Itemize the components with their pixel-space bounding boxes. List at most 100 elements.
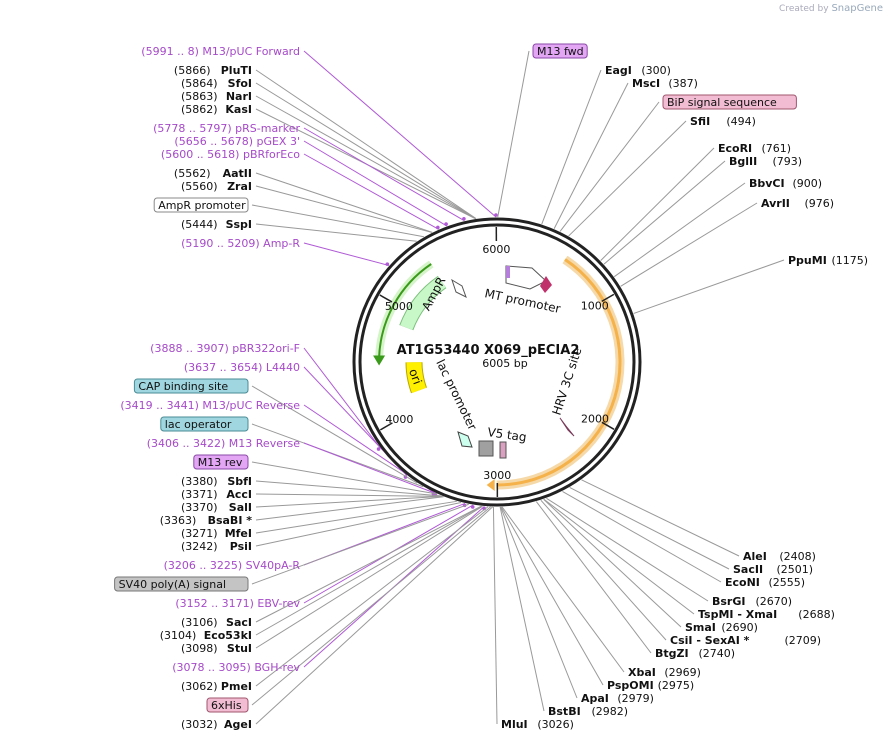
primer-label[interactable]: (5600 .. 5618) pBRforEco <box>161 148 300 161</box>
leader-line <box>600 147 715 261</box>
enzyme-name[interactable]: SacI <box>226 616 252 629</box>
feature-label-box[interactable] <box>193 454 249 470</box>
leader-line <box>613 182 746 278</box>
enzyme-name[interactable]: EcoRI <box>718 142 752 155</box>
primer-label[interactable]: (3888 .. 3907) pBR322ori-F <box>150 342 300 355</box>
enzyme-position: (2975) <box>658 679 695 692</box>
enzyme-name[interactable]: MscI <box>632 77 660 90</box>
enzyme-name[interactable]: BtgZI <box>655 647 689 660</box>
leader-line <box>559 101 660 232</box>
enzyme-name[interactable]: EagI <box>605 64 632 77</box>
primer-label[interactable]: (5991 .. 8) M13/pUC Forward <box>141 45 300 58</box>
enzyme-position: (3380) <box>181 475 218 488</box>
enzyme-name[interactable]: AccI <box>226 488 252 501</box>
enzyme-name[interactable]: SalI <box>229 501 252 514</box>
feature-label-box[interactable] <box>160 416 249 432</box>
enzyme-position: (3104) <box>160 629 197 642</box>
enzyme-name[interactable]: PspOMI <box>607 679 654 692</box>
enzyme-name[interactable]: MfeI <box>225 527 252 540</box>
feature-label-box[interactable] <box>114 576 249 592</box>
primer-tick <box>436 225 440 230</box>
ruler-tick-label: 2000 <box>581 412 609 425</box>
leader-line <box>497 50 530 218</box>
leader-line <box>255 495 443 508</box>
enzyme-name[interactable]: MluI <box>501 718 528 731</box>
backbone-outer <box>352 217 642 507</box>
leader-line <box>500 506 604 686</box>
enzyme-name[interactable]: KasI <box>225 103 252 116</box>
enzyme-name[interactable]: SbfI <box>227 475 252 488</box>
enzyme-name[interactable]: AatII <box>223 167 252 180</box>
enzyme-name[interactable]: Eco53kI <box>204 629 252 642</box>
feature-label-text: M13 fwd <box>537 45 584 58</box>
primer-label[interactable]: (5656 .. 5678) pGEX 3' <box>174 135 300 148</box>
enzyme-name[interactable]: XbaI <box>628 666 656 679</box>
enzyme-name[interactable]: BsaBI * <box>208 514 253 527</box>
primer-tick <box>470 505 475 509</box>
enzyme-name[interactable]: AvrII <box>761 197 790 210</box>
enzyme-name[interactable]: SspI <box>226 218 252 231</box>
primer-label[interactable]: (3152 .. 3171) EBV-rev <box>175 597 300 610</box>
enzyme-name[interactable]: EcoNI <box>725 576 760 589</box>
enzyme-name[interactable]: PmeI <box>221 680 252 693</box>
backbone-inner <box>358 223 636 501</box>
enzyme-name[interactable]: SfiI <box>690 115 710 128</box>
ori-label: ori <box>406 367 424 386</box>
enzyme-name[interactable]: ZraI <box>227 180 252 193</box>
leader-line <box>303 140 448 227</box>
feature-label-box[interactable] <box>532 43 588 59</box>
enzyme-position: (2969) <box>664 666 701 679</box>
primer-label[interactable]: (3406 .. 3422) M13 Reverse <box>147 437 300 450</box>
ruler-tick <box>379 294 393 303</box>
primer-label[interactable]: (3419 .. 3441) M13/pUC Reverse <box>120 399 300 412</box>
ruler-tick <box>379 422 393 431</box>
enzyme-position: (976) <box>805 197 835 210</box>
leader-line <box>251 503 469 585</box>
enzyme-name[interactable]: BstBI <box>548 705 581 718</box>
leader-line <box>255 506 489 687</box>
enzyme-name[interactable]: AleI <box>743 550 767 563</box>
leader-line <box>255 505 483 649</box>
leader-line <box>255 69 477 219</box>
leader-line <box>303 153 439 230</box>
enzyme-name[interactable]: PluTI <box>221 64 252 77</box>
primer-tick <box>494 213 498 217</box>
ampr-line <box>378 263 432 358</box>
enzyme-name[interactable]: AgeI <box>224 718 252 731</box>
enzyme-name[interactable]: PpuMI <box>788 254 827 267</box>
cds-arrowhead <box>486 478 495 491</box>
leader-line <box>568 120 687 237</box>
leader-line <box>603 160 726 265</box>
ampr-feature <box>400 276 446 331</box>
leader-line <box>546 497 709 602</box>
enzyme-name[interactable]: BbvCI <box>749 177 785 190</box>
feature-label-box[interactable] <box>133 378 249 394</box>
primer-label[interactable]: (5190 .. 5209) Amp-R <box>181 237 300 250</box>
enzyme-name[interactable]: SfoI <box>228 77 252 90</box>
enzyme-name[interactable]: CsiI - SexAI * <box>670 634 750 647</box>
feature-label-box[interactable] <box>662 94 797 110</box>
enzyme-name[interactable]: NarI <box>226 90 252 103</box>
leader-line <box>541 69 602 225</box>
primer-label[interactable]: (3637 .. 3654) L4440 <box>184 361 300 374</box>
enzyme-name[interactable]: ApaI <box>581 692 609 705</box>
leader-line <box>499 506 545 712</box>
enzyme-name[interactable]: SmaI <box>685 621 716 634</box>
enzyme-name[interactable]: SacII <box>733 563 763 576</box>
enzyme-name[interactable]: TspMI - XmaI <box>698 608 777 621</box>
enzyme-name[interactable]: BsrGI <box>712 595 745 608</box>
enzyme-position: (2408) <box>779 550 816 563</box>
feature-label-box[interactable] <box>206 697 249 713</box>
feature-label-box[interactable] <box>153 197 249 213</box>
feature-label-text: AmpR promoter <box>158 199 246 212</box>
primer-label[interactable]: (5778 .. 5797) pRS-marker <box>153 122 300 135</box>
enzyme-name[interactable]: StuI <box>227 642 252 655</box>
primer-label[interactable]: (3206 .. 3225) SV40pA-R <box>164 559 301 572</box>
primer-label[interactable]: (3078 .. 3095) BGH-rev <box>172 661 300 674</box>
enzyme-position: (5562) <box>174 167 211 180</box>
enzyme-name[interactable]: BglII <box>729 155 757 168</box>
leader-line <box>255 172 433 233</box>
enzyme-name[interactable]: PsiI <box>230 540 252 553</box>
